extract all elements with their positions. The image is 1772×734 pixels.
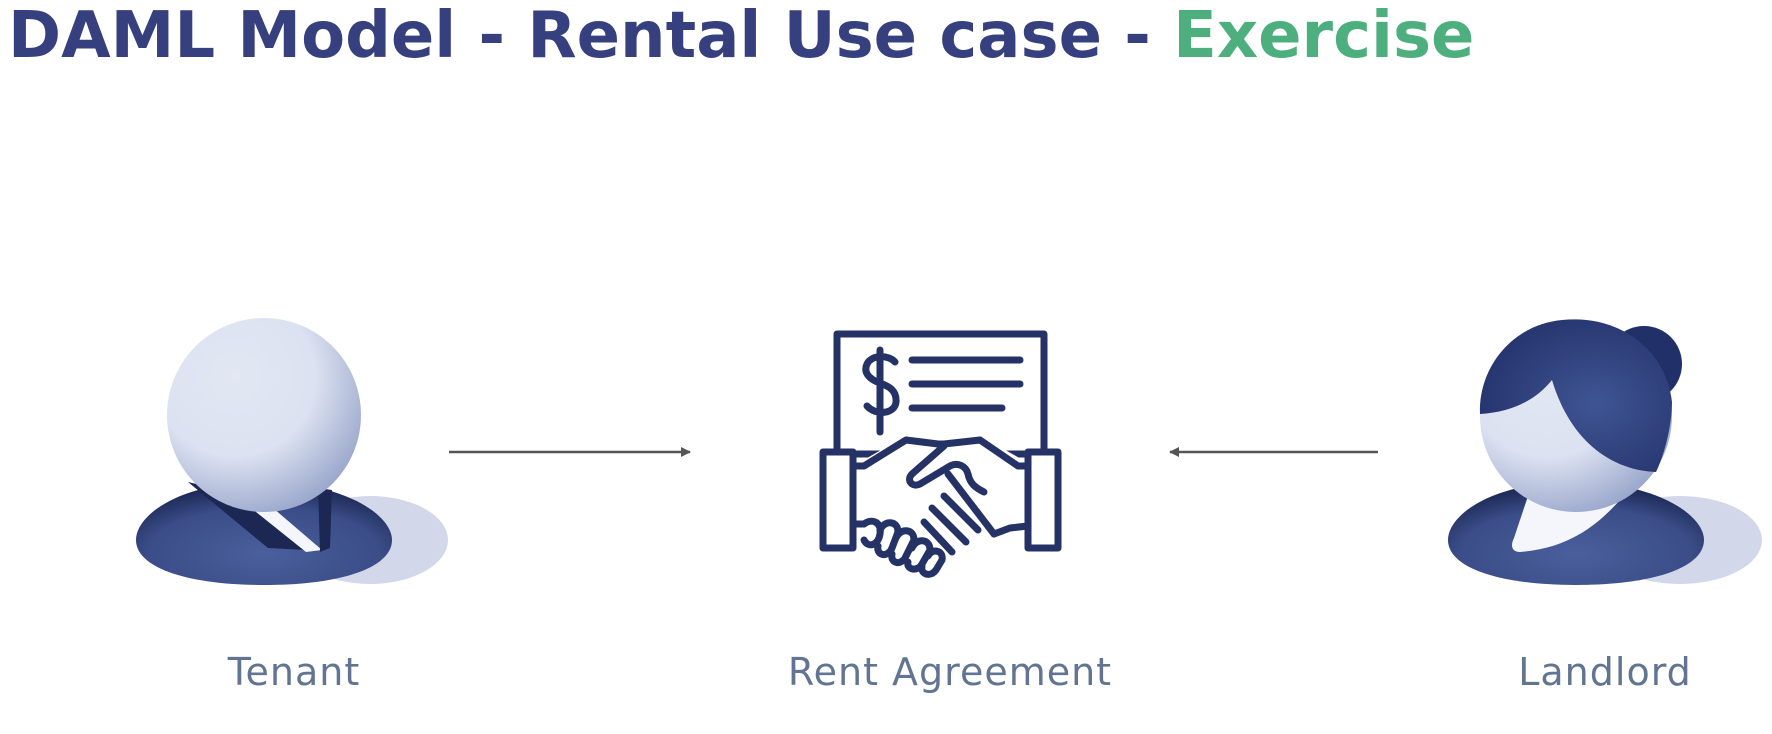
landlord-person-icon — [1448, 319, 1762, 585]
handshake-contract-icon — [819, 330, 1062, 578]
title-accent: Exercise — [1173, 0, 1475, 73]
title-main: DAML Model - Rental Use case - — [8, 0, 1174, 73]
rent-agreement-label: Rent Agreement — [787, 650, 1113, 694]
landlord-label: Landlord — [1518, 650, 1692, 694]
tenant-label: Tenant — [227, 650, 361, 694]
page-title: DAML Model - Rental Use case - Exercise — [8, 0, 1474, 78]
tenant-person-icon — [136, 318, 448, 585]
